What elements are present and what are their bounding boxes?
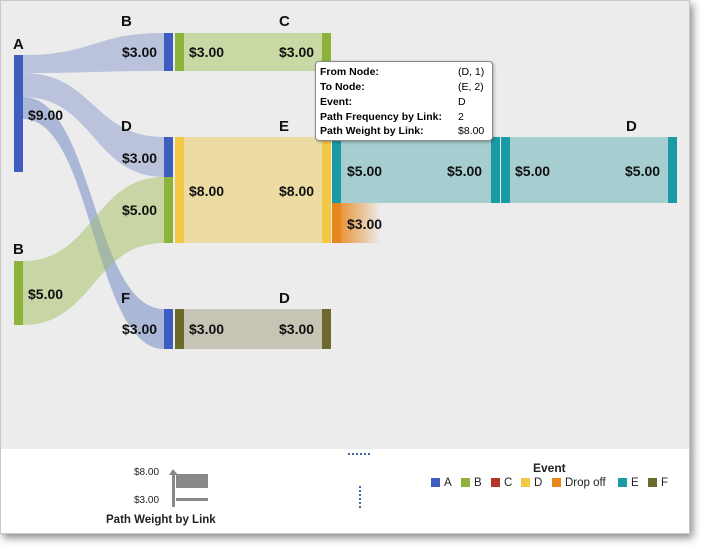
node-label-c-stage3: C bbox=[279, 13, 290, 30]
node-f-stage2-in bbox=[164, 309, 173, 349]
node-d-stage2-in-b bbox=[164, 177, 173, 243]
legend-swatch-e bbox=[618, 478, 627, 487]
legend-item-a[interactable]: A bbox=[431, 477, 452, 491]
node-label-d-stage2: D bbox=[121, 118, 132, 135]
legend-item-e[interactable]: E bbox=[618, 477, 639, 491]
node-label-f-stage2: F bbox=[121, 290, 130, 307]
node-label-a: A bbox=[13, 36, 24, 53]
legend-item-drop-off[interactable]: Drop off bbox=[552, 477, 606, 491]
value-label-b-stage2-in: $3.00 bbox=[122, 44, 157, 60]
legend-swatch-a bbox=[431, 478, 440, 487]
link-e-to-d bbox=[510, 137, 668, 203]
node-label-b: B bbox=[13, 241, 24, 258]
node-d-stage2-out bbox=[175, 137, 184, 243]
link-tooltip: From Node: (D, 1) To Node: (E, 2) Event:… bbox=[315, 61, 493, 141]
value-label-e-to-d-start: $5.00 bbox=[515, 163, 550, 179]
size-legend-glyph bbox=[169, 469, 208, 507]
link-e-to-e bbox=[341, 137, 491, 203]
tooltip-row-from: From Node: (D, 1) bbox=[320, 66, 485, 78]
sankey-diagram: A B B D F C E D D $9.00 $5.00 $3.00 $3.00 $5.00 $3.00 $… bbox=[13, 13, 677, 349]
node-e-stage4-out bbox=[501, 137, 510, 203]
node-d-stage3 bbox=[322, 309, 331, 349]
node-d-stage2-in-a bbox=[164, 137, 173, 177]
value-label-e-to-e-start: $5.00 bbox=[347, 163, 382, 179]
link-a-to-b bbox=[23, 33, 164, 73]
node-e-stage3-in bbox=[322, 137, 331, 243]
legend-item-f[interactable]: F bbox=[648, 477, 668, 491]
size-legend-min: $3.00 bbox=[134, 495, 160, 506]
node-c-stage3 bbox=[322, 33, 331, 71]
link-d-to-e bbox=[184, 137, 322, 243]
event-legend-title: Event bbox=[533, 461, 566, 475]
splitter-handle-vertical[interactable] bbox=[357, 485, 363, 511]
plot-area: A B B D F C E D D $9.00 $5.00 $3.00 $3.00 $5.00 $3.00 $… bbox=[1, 1, 689, 449]
value-label-b-to-c-end: $3.00 bbox=[279, 44, 314, 60]
size-legend-title: Path Weight by Link bbox=[106, 514, 216, 526]
splitter-handle-horizontal[interactable] bbox=[347, 451, 373, 457]
node-d-stage5 bbox=[668, 137, 677, 203]
node-e-stage4-in bbox=[491, 137, 500, 203]
node-drop-off bbox=[332, 203, 341, 243]
size-legend: $8.00 $3.00 Path Weight by Link bbox=[101, 461, 241, 531]
value-label-d-stage2-in-b: $5.00 bbox=[122, 202, 157, 218]
node-a bbox=[14, 55, 23, 172]
tooltip-row-to: To Node: (E, 2) bbox=[320, 81, 484, 93]
link-e-to-drop-off bbox=[341, 203, 381, 243]
value-label-d-stage2-in-a: $3.00 bbox=[122, 150, 157, 166]
node-b bbox=[14, 261, 23, 325]
value-label-d-to-e-end: $8.00 bbox=[279, 183, 314, 199]
tooltip-row-weight: Path Weight by Link: $8.00 bbox=[320, 125, 485, 137]
node-label-d-stage5: D bbox=[626, 118, 637, 135]
tooltip-row-event: Event: D bbox=[320, 96, 466, 108]
node-b-stage2-in bbox=[164, 33, 173, 71]
link-b-to-c bbox=[184, 33, 322, 71]
node-b-stage2-out bbox=[175, 33, 184, 71]
link-a-to-d bbox=[23, 73, 164, 177]
value-label-d-to-e-start: $8.00 bbox=[189, 183, 224, 199]
node-label-b-stage2: B bbox=[121, 13, 132, 30]
value-label-e-to-d-end: $5.00 bbox=[625, 163, 660, 179]
legend-swatch-c bbox=[491, 478, 500, 487]
value-label-a: $9.00 bbox=[28, 107, 63, 123]
event-legend: Event A B C D Drop off E F bbox=[421, 459, 681, 499]
legend-item-d[interactable]: D bbox=[521, 477, 542, 491]
legend-swatch-f bbox=[648, 478, 657, 487]
node-e-stage3-out bbox=[332, 137, 341, 203]
node-f-stage2-out bbox=[175, 309, 184, 349]
value-label-b: $5.00 bbox=[28, 286, 63, 302]
value-label-b-to-c-start: $3.00 bbox=[189, 44, 224, 60]
legend-item-b[interactable]: B bbox=[461, 477, 482, 491]
node-label-d-stage3: D bbox=[279, 290, 290, 307]
link-f-to-d bbox=[184, 309, 322, 349]
link-a-to-f-overlay bbox=[23, 97, 164, 349]
legend-swatch-d bbox=[521, 478, 530, 487]
size-legend-max: $8.00 bbox=[134, 467, 160, 478]
value-label-f-to-d-end: $3.00 bbox=[279, 321, 314, 337]
link-b-to-d bbox=[23, 177, 164, 325]
legend-swatch-b bbox=[461, 478, 470, 487]
value-label-f-to-d-start: $3.00 bbox=[189, 321, 224, 337]
node-label-e-stage3: E bbox=[279, 118, 289, 135]
value-label-e-to-e-end: $5.00 bbox=[447, 163, 482, 179]
legend-item-c[interactable]: C bbox=[491, 477, 512, 491]
value-label-drop-off: $3.00 bbox=[347, 216, 382, 232]
tooltip-row-frequency: Path Frequency by Link: 2 bbox=[320, 111, 464, 123]
value-label-f-stage2-in: $3.00 bbox=[122, 321, 157, 337]
legend-swatch-drop-off bbox=[552, 478, 561, 487]
